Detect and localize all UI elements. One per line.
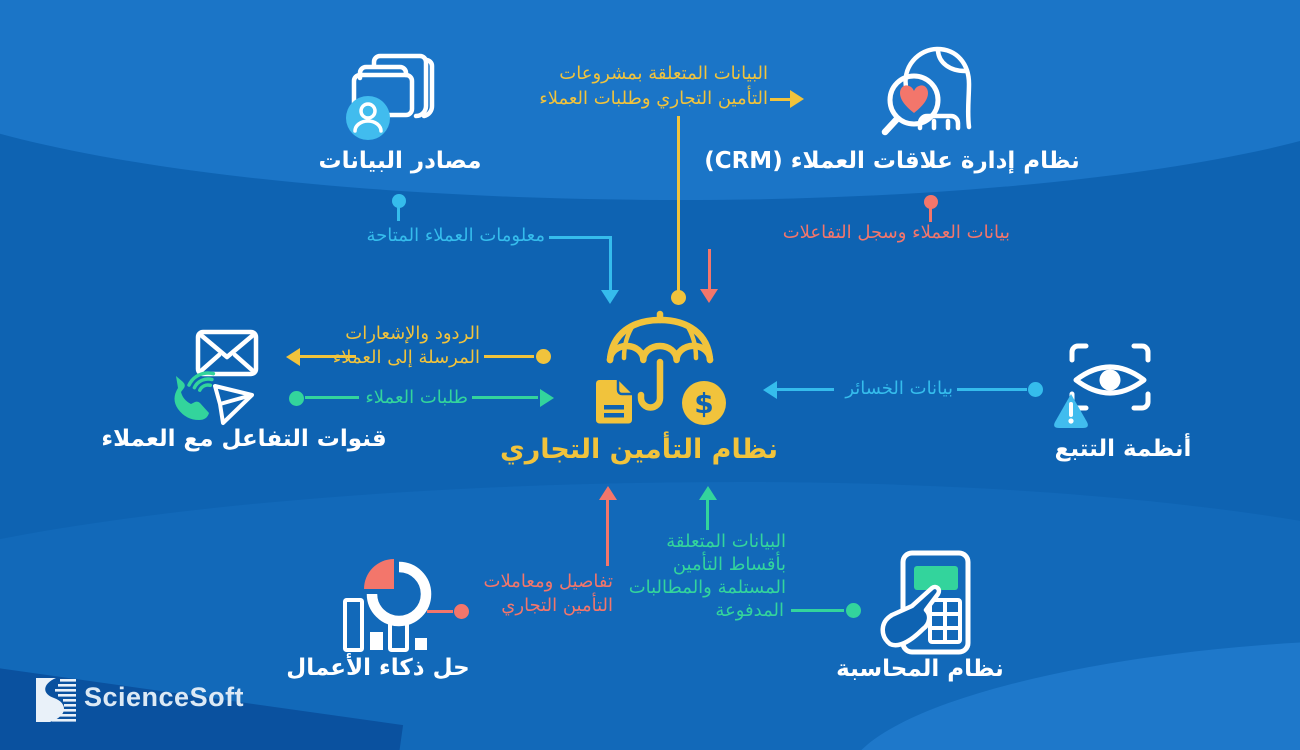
- arrowhead-up: [599, 486, 617, 500]
- pin-stem: [397, 207, 400, 221]
- flow-project-data-line1: البيانات المتعلقة بمشروعات: [559, 63, 768, 84]
- flow-premiums-line1: البيانات المتعلقة: [666, 531, 786, 552]
- svg-text:$: $: [694, 387, 713, 420]
- flow-loss-data: بيانات الخسائر: [845, 378, 953, 399]
- flow-project-data-line2: التأمين التجاري وطلبات العملاء: [539, 88, 768, 109]
- flow-insurance-details-line2: التأمين التجاري: [501, 595, 613, 616]
- connector-line: [606, 500, 609, 566]
- connector-dot: [454, 604, 469, 619]
- arrowhead-up: [699, 486, 717, 500]
- flow-insurance-details-line1: تفاصيل ومعاملات: [483, 571, 614, 592]
- connector-dot: [846, 603, 861, 618]
- dollar-coin-icon: $: [682, 381, 726, 425]
- flow-premiums-line3: المستلمة والمطالبات: [628, 577, 786, 598]
- paper-plane-icon: [213, 384, 254, 425]
- flow-customer-data: بيانات العملاء وسجل التفاعلات: [782, 222, 1010, 243]
- flow-requests: طلبات العملاء: [365, 387, 468, 408]
- crm-label: نظام إدارة علاقات العملاء (CRM): [704, 148, 1080, 174]
- connector-line: [484, 355, 534, 358]
- connector-line: [957, 388, 1027, 391]
- arrowhead-left: [763, 381, 777, 399]
- connector-dot: [671, 290, 686, 305]
- connector-line: [791, 609, 844, 612]
- flow-available-customer-info: معلومات العملاء المتاحة: [366, 225, 545, 246]
- connector-line: [549, 236, 611, 239]
- insurance-system-label: نظام التأمين التجاري: [499, 434, 779, 465]
- arrowhead-down: [700, 289, 718, 303]
- pointing-hand-icon: [880, 584, 942, 648]
- warning-triangle-icon: [1054, 394, 1088, 428]
- bar-chart-icon: [343, 598, 427, 652]
- pin-dot: [392, 194, 406, 208]
- arrowhead-down: [601, 290, 619, 304]
- connector-line: [777, 388, 834, 391]
- heart-icon: [900, 85, 928, 113]
- umbrella-icon: $: [595, 310, 726, 425]
- calculator-icon: [880, 550, 971, 655]
- arrowhead-right: [790, 90, 804, 108]
- arrowhead-left: [286, 348, 300, 366]
- accounting-label: نظام المحاسبة: [836, 656, 1004, 682]
- sciencesoft-logo-icon: [36, 678, 76, 722]
- bi-label: حل ذكاء الأعمال: [286, 655, 470, 681]
- connector-dot: [536, 349, 551, 364]
- connector-line: [300, 355, 356, 358]
- connector-dot: [1028, 382, 1043, 397]
- connector-line: [609, 236, 612, 291]
- flow-responses-line2: المرسلة إلى العملاء: [332, 347, 480, 368]
- data-sources-label: مصادر البيانات: [318, 148, 482, 174]
- connector-line: [770, 98, 790, 101]
- folder-icon: [346, 53, 435, 140]
- flow-responses-line1: الردود والإشعارات: [345, 323, 480, 344]
- flow-premiums-line2: بأقساط التأمين: [672, 554, 786, 575]
- sciencesoft-logo-text: ScienceSoft: [84, 682, 245, 712]
- phone-signal-icon: [187, 371, 216, 392]
- tracking-label: أنظمة التتبع: [1054, 436, 1192, 462]
- connector-dot: [289, 391, 304, 406]
- flow-premiums-line4: المدفوعة: [715, 600, 784, 621]
- pin-dot: [924, 195, 938, 209]
- donut-chart-icon: [343, 559, 432, 652]
- connector-line: [708, 249, 711, 290]
- phone-icon: [174, 376, 209, 420]
- envelope-icon: [174, 329, 259, 425]
- channels-label: قنوات التفاعل مع العملاء: [101, 426, 387, 452]
- arrowhead-right: [540, 389, 554, 407]
- background-wave-top: [0, 0, 1300, 200]
- pin-stem: [929, 208, 932, 222]
- connector-line: [677, 116, 680, 291]
- crm-customer-icon: [881, 46, 972, 136]
- connector-line: [305, 396, 359, 399]
- connector-line: [472, 396, 538, 399]
- document-icon: [595, 380, 632, 424]
- connector-line: [706, 500, 709, 530]
- connector-line: [427, 610, 453, 613]
